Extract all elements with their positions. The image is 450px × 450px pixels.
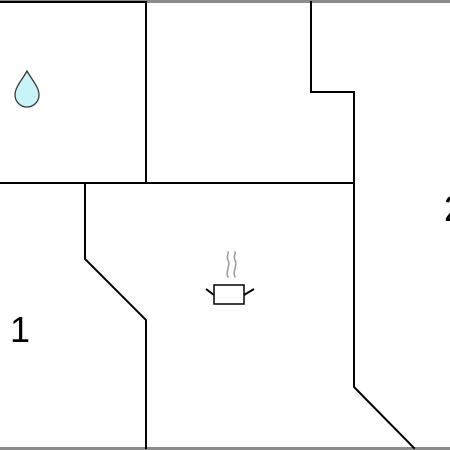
- steam-line: [233, 251, 237, 278]
- water-drop-icon: [14, 69, 40, 108]
- wall-top-right-notch: [310, 1, 416, 450]
- steam-line: [226, 251, 230, 278]
- room-2-label: 2: [444, 188, 450, 229]
- wall-room-1: [84, 182, 147, 449]
- cooking-pot-icon: [205, 251, 255, 305]
- room-1-label: 1: [10, 309, 30, 350]
- wall-top-left-room: [0, 1, 147, 184]
- walls: [0, 1, 416, 450]
